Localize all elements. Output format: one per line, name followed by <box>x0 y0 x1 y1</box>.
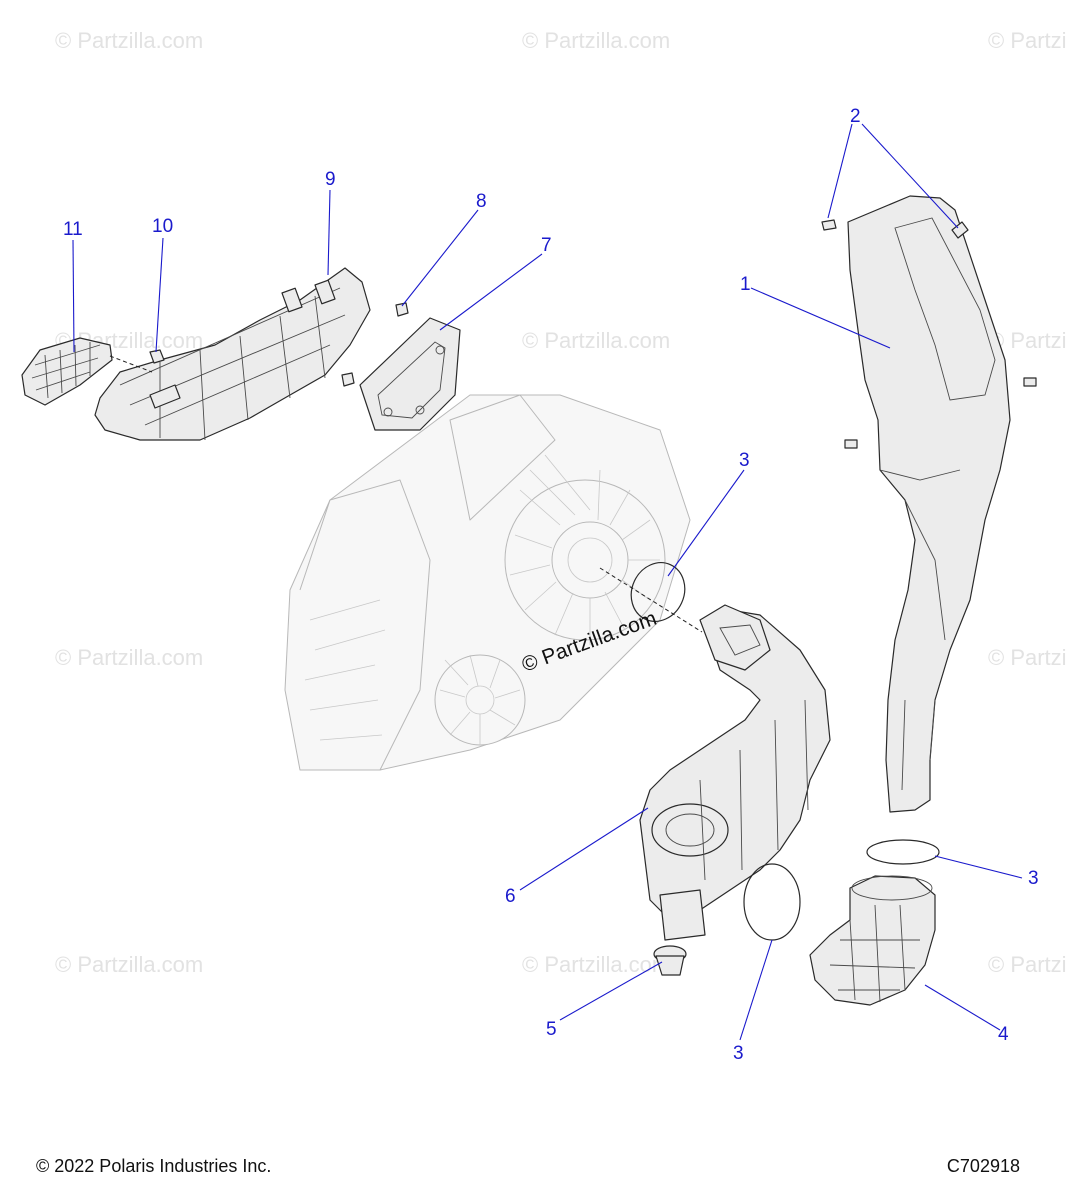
watermark: © Partzilla.com <box>988 952 1066 977</box>
callout-2: 2 <box>850 106 861 127</box>
callout-6: 6 <box>505 886 516 907</box>
watermark: © Partzilla.com <box>522 28 670 53</box>
callout-3: 3 <box>1028 868 1039 889</box>
callout-7: 7 <box>541 235 552 256</box>
watermark: © Partzilla.com <box>522 952 670 977</box>
part-7-bracket <box>359 317 461 431</box>
part-5-plug <box>653 945 687 976</box>
leader-lines <box>72 123 1023 1041</box>
part-11-screen <box>21 337 113 406</box>
assembly-lines <box>109 355 703 633</box>
part-4-elbow-boot <box>809 875 936 1006</box>
copyright-notice: © 2022 Polaris Industries Inc. <box>36 1156 272 1176</box>
part-9-air-box <box>94 267 371 441</box>
callout-9: 9 <box>325 169 336 190</box>
watermark: © Partzilla.com <box>55 645 203 670</box>
callout-3: 3 <box>733 1043 744 1064</box>
clutch-housing-ghost <box>284 394 691 771</box>
watermark: © Partzilla.com <box>55 28 203 53</box>
callout-11: 11 <box>63 219 83 240</box>
callout-3: 3 <box>739 450 750 471</box>
part-2-screws <box>821 219 1037 449</box>
callout-1: 1 <box>740 274 751 295</box>
part-6-intake-tube <box>639 604 831 941</box>
watermark: © Partzilla.com <box>988 28 1066 53</box>
part-8-bolts <box>341 302 409 387</box>
watermark-layer: © Partzilla.com © Partzilla.com © Partzi… <box>55 28 1066 977</box>
watermark: © Partzilla.com <box>988 645 1066 670</box>
callout-5: 5 <box>546 1019 557 1040</box>
callout-4: 4 <box>998 1024 1009 1045</box>
watermark: © Partzilla.com <box>55 952 203 977</box>
callout-8: 8 <box>476 191 487 212</box>
part-1-intake-duct <box>847 195 1011 813</box>
figure-code: C702918 <box>946 1156 1020 1176</box>
watermark: © Partzilla.com <box>522 328 670 353</box>
part-10-nut <box>149 349 165 364</box>
callout-labels: 1 2 3 3 3 4 5 6 7 8 9 10 11 <box>63 106 1039 1064</box>
callout-10: 10 <box>152 216 173 237</box>
